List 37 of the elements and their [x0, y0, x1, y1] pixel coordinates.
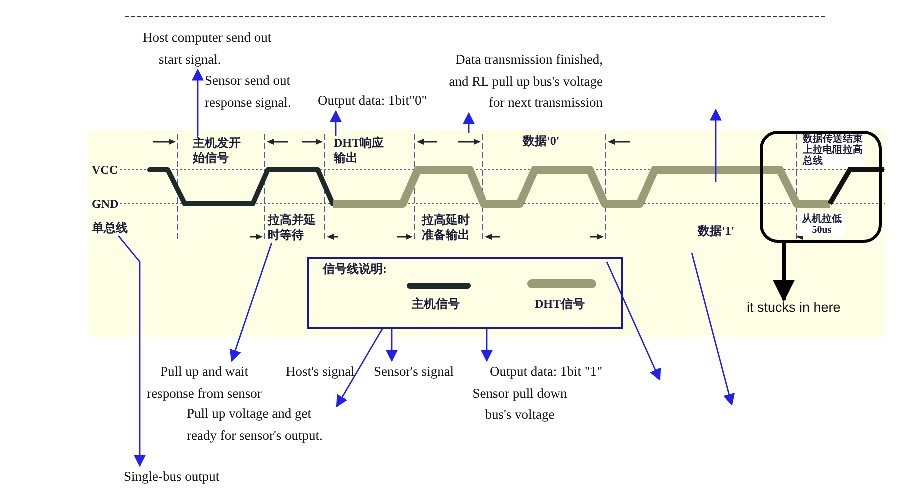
thick-arrow: [773, 243, 795, 302]
arrow: [386, 329, 398, 362]
annotation-text: Sensor's signal: [374, 361, 454, 382]
annotation-text: Host's signal: [286, 361, 355, 382]
annotation-text: Pull up voltage and get ready for sensor's output.: [187, 403, 337, 446]
annotation-text: Pull up and wait response from sensor: [141, 361, 268, 404]
legend-title: 信号线说明:: [323, 262, 387, 277]
callout-box: [760, 131, 882, 243]
annotation-text: Host computer send out start signal.: [143, 27, 293, 70]
axis-label: VCC: [92, 163, 118, 178]
arrow: [463, 112, 475, 133]
signal-label: 单总线: [92, 221, 128, 236]
annotation-text: Sensor send out response signal.: [205, 70, 305, 113]
callout-text: 从机拉低50us: [799, 214, 845, 236]
annotation-text: Output data: 1bit "1": [490, 363, 603, 381]
annotation-text: Single-bus output: [124, 466, 220, 488]
legend-text: DHT信号: [535, 297, 586, 312]
signal-label: 拉高延时准备输出: [422, 213, 472, 243]
arrow: [330, 110, 342, 136]
legend-box: [307, 257, 623, 329]
arrow: [192, 68, 204, 136]
callout-text: 数据传送结束上拉电阻拉高总线: [803, 134, 864, 167]
arrow: [230, 242, 273, 362]
signal-label: 主机发开始信号: [193, 136, 243, 166]
annotation-text: Output data: 1bit"0": [318, 90, 428, 112]
arrow: [118, 236, 146, 468]
annotation-text: Sensor pull down bus's voltage: [472, 384, 568, 424]
legend-text: 主机信号: [412, 297, 460, 312]
annotation-text: it stucks in here: [747, 300, 841, 315]
axis-label: GND: [92, 197, 119, 212]
signal-label: 数据'0': [523, 134, 560, 149]
arrow: [336, 328, 384, 408]
signal-label: 数据'1': [698, 224, 735, 239]
signal-label: DHT响应输出: [334, 136, 390, 166]
signal-label: 拉高并延时等待: [268, 213, 318, 243]
arrow: [481, 329, 493, 362]
annotation-text: Data transmission finished, and RL pull up bus's voltage for next transmission: [440, 49, 603, 114]
